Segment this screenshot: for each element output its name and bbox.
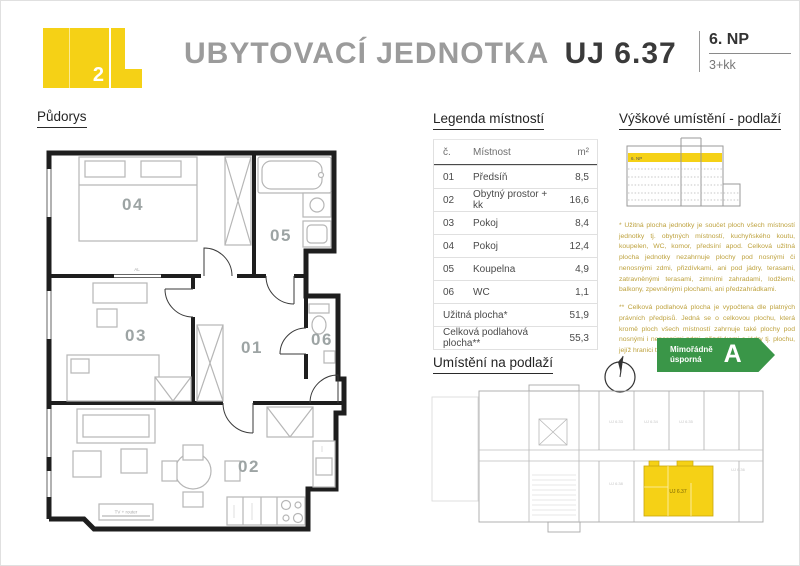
floor-number: 6. NP bbox=[709, 31, 791, 54]
section-title-height: Výškové umístění - podlaží bbox=[619, 111, 782, 130]
highlighted-floor-bar bbox=[628, 153, 722, 162]
other-unit-labels: UJ 6.33 UJ 6.34 UJ 6.35 UJ 6.38 UJ 6.36 bbox=[609, 419, 746, 486]
layout-type: 3+kk bbox=[709, 58, 736, 72]
interior-walls bbox=[49, 153, 344, 405]
highlighted-unit: UJ 6.37 bbox=[643, 460, 714, 517]
door-arcs bbox=[164, 247, 339, 434]
unit-floorplan: 04 05 03 01 06 02 AL TV + router bbox=[44, 150, 347, 532]
svg-text:UJ 6.38: UJ 6.38 bbox=[609, 481, 624, 486]
outer-walls bbox=[46, 150, 347, 532]
table-row: 03 Pokoj 8,4 bbox=[434, 211, 597, 234]
table-row: 02 Obytný prostor + kk 16,6 bbox=[434, 188, 597, 211]
title-unit-type: UBYTOVACÍ JEDNOTKA bbox=[184, 37, 550, 70]
page-title: UBYTOVACÍ JEDNOTKA UJ 6.37 bbox=[184, 37, 677, 71]
logo-seam bbox=[69, 28, 70, 88]
room-label-01: 01 bbox=[241, 338, 263, 357]
room-label-06: 06 bbox=[311, 330, 333, 349]
table-row: 06 WC 1,1 bbox=[434, 280, 597, 303]
energy-grade: A bbox=[723, 339, 742, 368]
highlighted-unit-label: UJ 6.37 bbox=[669, 489, 686, 495]
al-window-label: AL bbox=[134, 267, 140, 272]
title-unit-code: UJ 6.37 bbox=[564, 37, 677, 70]
section-title-legend: Legenda místností bbox=[433, 111, 545, 130]
furniture bbox=[66, 156, 336, 526]
room-label-05: 05 bbox=[270, 226, 292, 245]
table-header-row: č. Místnost m² bbox=[434, 140, 597, 165]
north-arrow-icon bbox=[604, 355, 636, 393]
room-label-02: 02 bbox=[238, 457, 260, 476]
room-legend-table: č. Místnost m² 01 Předsíň 8,5 02 Obytný … bbox=[433, 139, 598, 350]
summary-row-total-area: Celková podlahová plocha** 55,3 bbox=[434, 326, 597, 349]
floor-lines bbox=[628, 168, 739, 201]
section-title-location: Umístění na podlaží bbox=[433, 355, 554, 374]
svg-text:UJ 6.34: UJ 6.34 bbox=[644, 419, 659, 424]
energy-class-text: Mimořádně úsporná bbox=[670, 344, 713, 364]
summary-row-usable-area: Užitná plocha* 51,9 bbox=[434, 303, 597, 326]
building-outline bbox=[478, 384, 764, 533]
room-labels: 04 05 03 01 06 02 AL TV + router bbox=[115, 195, 333, 515]
logo-l-icon bbox=[111, 28, 142, 88]
logo-number: 2 bbox=[92, 64, 104, 86]
height-floor-label: 6. NP bbox=[631, 156, 642, 161]
unit-walls bbox=[598, 391, 740, 522]
windows bbox=[44, 169, 161, 497]
section-title-floorplan: Půdorys bbox=[37, 109, 87, 128]
room-label-04: 04 bbox=[122, 195, 144, 214]
table-row: 04 Pokoj 12,4 bbox=[434, 234, 597, 257]
height-placement-diagram: 6. NP bbox=[626, 137, 741, 207]
energy-class-badge: Mimořádně úsporná A bbox=[657, 338, 775, 372]
adjacent-building bbox=[431, 396, 479, 502]
floor-location-plan: UJ 6.37 UJ 6.33 UJ 6.34 UJ 6.35 UJ 6.38 … bbox=[431, 384, 764, 533]
svg-text:UJ 6.36: UJ 6.36 bbox=[731, 467, 746, 472]
table-row: 01 Předsíň 8,5 bbox=[434, 165, 597, 188]
building-section-outline bbox=[626, 137, 741, 207]
floor-info: 6. NP 3+kk bbox=[699, 31, 799, 72]
footnote-usable-area: * Užitná plocha jednotky je součet ploch… bbox=[619, 222, 795, 294]
room-label-03: 03 bbox=[125, 326, 147, 345]
logo-block-icon: 2 bbox=[43, 28, 109, 88]
corridor-lines bbox=[479, 449, 763, 462]
tv-router-label: TV + router bbox=[115, 510, 138, 515]
table-row: 05 Koupelna 4,9 bbox=[434, 257, 597, 280]
svg-text:UJ 6.35: UJ 6.35 bbox=[679, 419, 694, 424]
stair-core bbox=[528, 391, 580, 522]
svg-text:UJ 6.33: UJ 6.33 bbox=[609, 419, 624, 424]
